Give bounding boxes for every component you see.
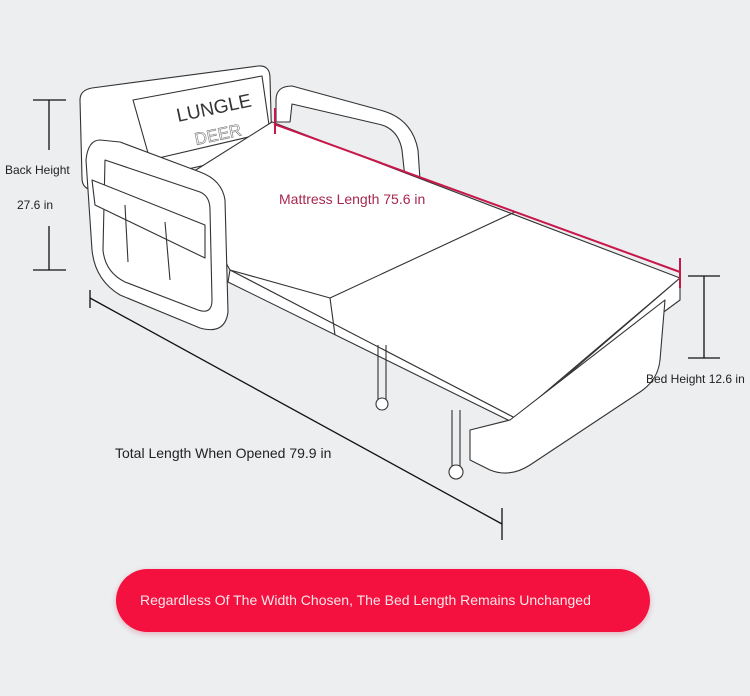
mattress-fold-line xyxy=(329,211,516,299)
mattress-seam xyxy=(229,269,336,336)
bed-base xyxy=(469,299,666,474)
side-pocket-dividers xyxy=(124,204,171,281)
right-armrest xyxy=(275,85,421,181)
bed-height-label: Bed Height 12.6 in xyxy=(646,372,745,386)
info-banner-text: Regardless Of The Width Chosen, The Bed … xyxy=(140,592,591,608)
wheel xyxy=(375,397,389,411)
info-banner: Regardless Of The Width Chosen, The Bed … xyxy=(116,569,650,632)
wheel xyxy=(448,464,464,480)
bed-legs xyxy=(377,345,461,470)
mattress-length-line xyxy=(273,108,681,288)
back-height-line xyxy=(33,99,66,271)
side-pocket xyxy=(91,179,206,259)
back-height-value: 27.6 in xyxy=(17,198,54,212)
mattress-length-label: Mattress Length 75.6 in xyxy=(279,191,426,207)
total-length-line xyxy=(89,290,503,540)
total-length-label: Total Length When Opened 79.9 in xyxy=(115,445,332,461)
back-height-label: Back Height xyxy=(5,163,70,177)
bed-height-line xyxy=(688,275,720,359)
